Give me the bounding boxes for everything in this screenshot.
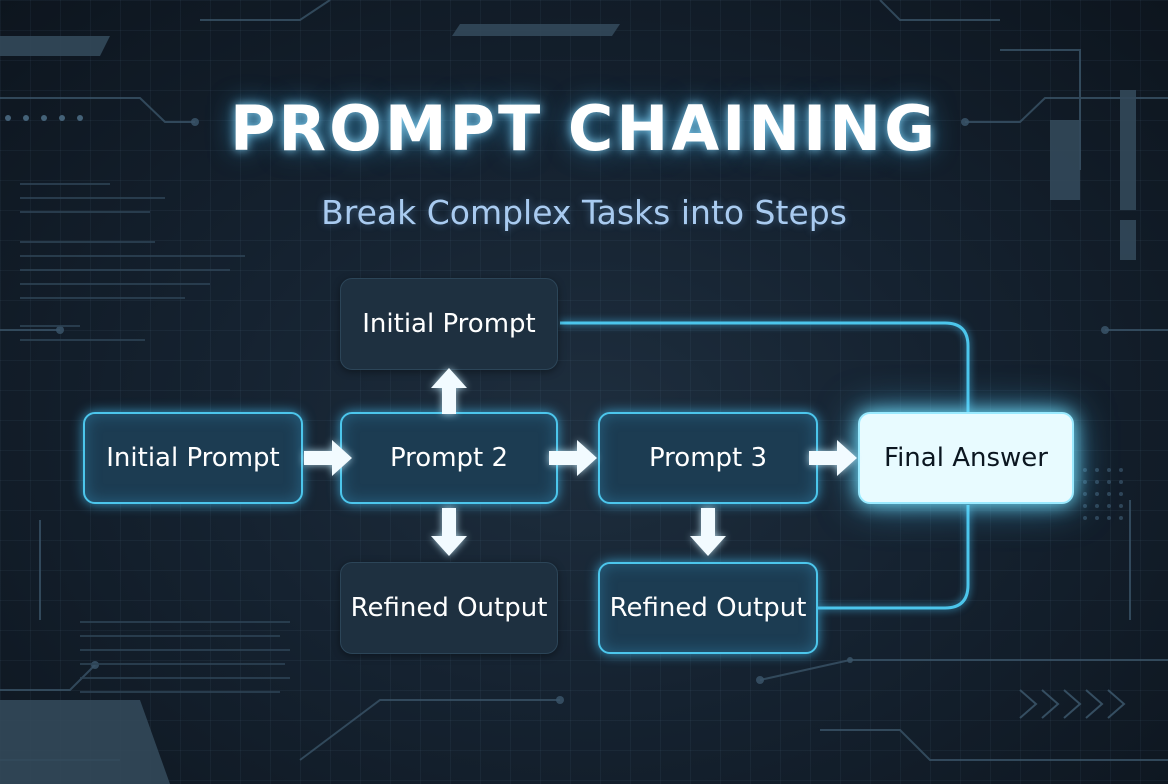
node-label: Refined Output — [609, 593, 807, 623]
node-label: Final Answer — [884, 443, 1048, 473]
node-prompt-2: Prompt 2 — [340, 412, 558, 504]
node-initial-prompt-top: Initial Prompt — [340, 278, 558, 370]
diagram-title: PROMPT CHAINING — [229, 92, 939, 165]
diagram-subtitle: Break Complex Tasks into Steps — [321, 193, 847, 232]
arrow-right-icon — [809, 440, 857, 476]
arrow-up-icon — [431, 368, 467, 414]
node-final-answer: Final Answer — [858, 412, 1074, 504]
node-label: Prompt 3 — [648, 443, 768, 473]
arrow-down-icon — [431, 508, 467, 556]
arrow-down-icon — [690, 508, 726, 556]
node-refined-output-right: Refined Output — [598, 562, 818, 654]
node-refined-output-left: Refined Output — [340, 562, 558, 654]
node-label: Initial Prompt — [362, 309, 536, 339]
node-label: Prompt 2 — [389, 443, 509, 473]
node-label: Refined Output — [350, 593, 548, 623]
node-label: Initial Prompt — [106, 443, 280, 473]
arrow-right-icon — [304, 440, 352, 476]
node-prompt-3: Prompt 3 — [598, 412, 818, 504]
arrow-right-icon — [549, 440, 597, 476]
node-initial-prompt: Initial Prompt — [83, 412, 303, 504]
